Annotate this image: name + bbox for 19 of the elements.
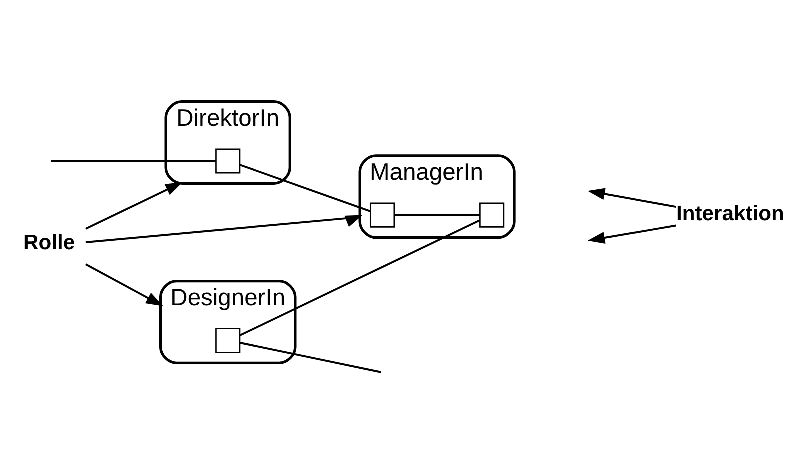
node-box (480, 202, 505, 228)
node-box (216, 148, 241, 174)
arrow (86, 215, 363, 244)
cluster: DesignerIn (159, 280, 297, 364)
arrow (86, 182, 183, 230)
arrow (588, 188, 676, 208)
connector (240, 342, 382, 374)
connector (240, 220, 480, 337)
node-box (216, 328, 241, 354)
node-text: Rolle (24, 231, 76, 254)
cluster: ManagerIn (358, 154, 516, 240)
arrow (588, 224, 676, 244)
connector (240, 164, 371, 212)
node-box (370, 202, 396, 228)
arrow (85, 264, 164, 306)
cluster: DirektorIn (164, 100, 292, 185)
connector (394, 214, 480, 216)
connector (51, 160, 216, 162)
node-text: Interaktion (676, 202, 784, 226)
